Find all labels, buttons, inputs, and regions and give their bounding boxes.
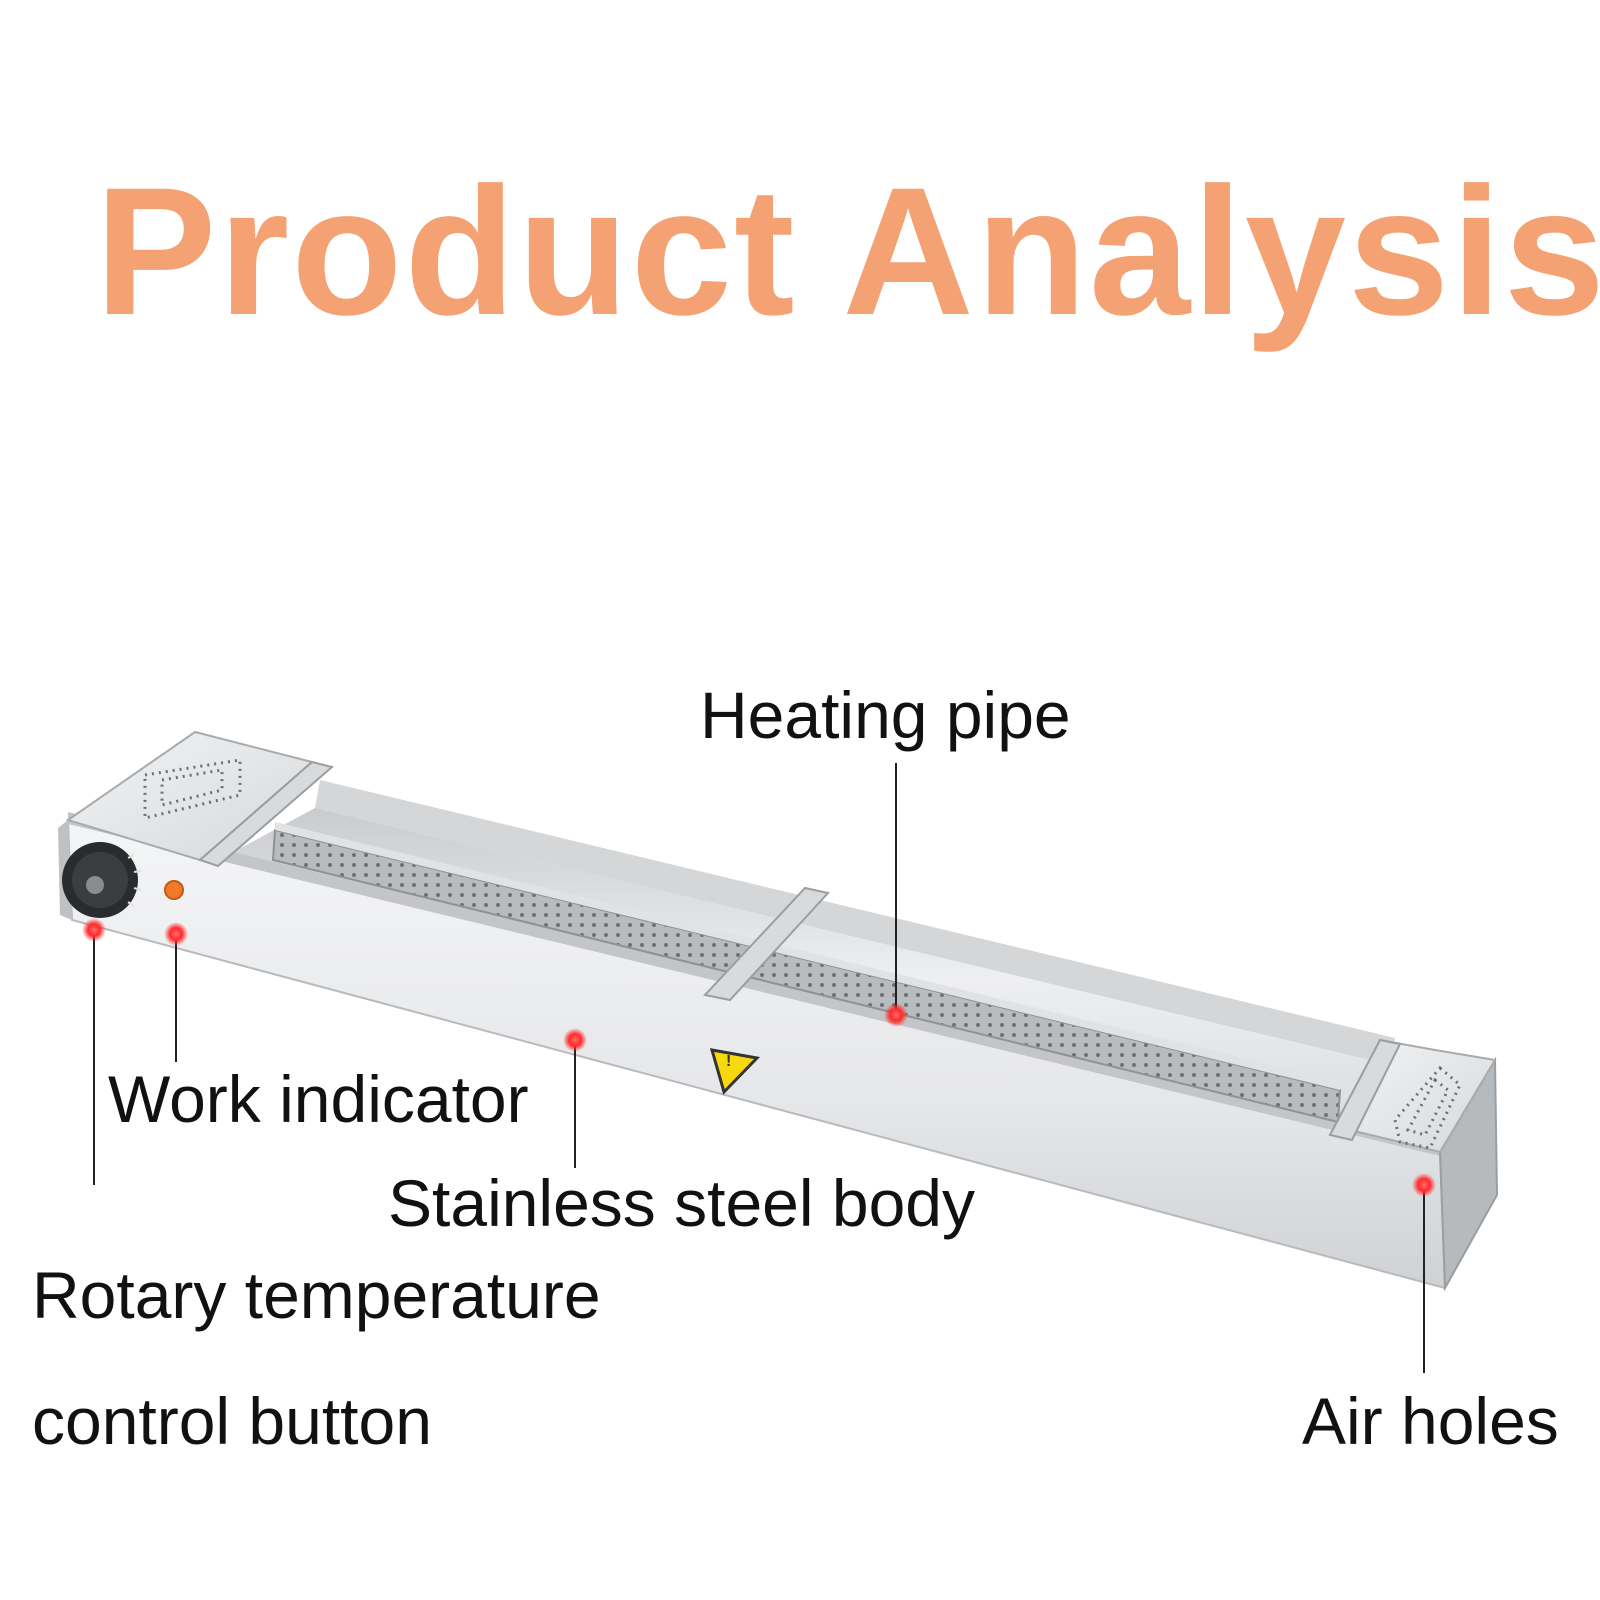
left-vent-holes [143,758,242,820]
label-work-indicator: Work indicator [108,1062,529,1136]
page-title: Product Analysis [95,149,1600,353]
callout-dot-work-indicator [164,922,188,946]
callout-dot-stainless-steel-body [563,1028,587,1052]
leader-lines [93,763,1425,1373]
label-air-holes: Air holes [1302,1384,1559,1458]
middle-brace [703,886,830,1002]
callout-dot-heating-pipe [884,1003,908,1027]
callout-dot-air-holes [1412,1173,1436,1197]
right-brace [1328,1038,1402,1142]
warning-triangle-icon: ! [709,1048,761,1095]
left-brace [198,760,335,868]
label-stainless-steel-body: Stainless steel body [388,1166,976,1240]
callout-dots [82,918,1436,1197]
heating-tube-top [275,822,1340,1090]
label-rotary-temperature: Rotary temperature [32,1258,601,1332]
front-lip [68,812,1440,1156]
label-control-button: control button [32,1384,432,1458]
rotary-knob-icon [62,842,142,918]
right-vent-holes [1393,1065,1462,1150]
svg-text:!: ! [726,1053,731,1070]
label-heating-pipe: Heating pipe [700,678,1071,752]
callout-dot-rotary-knob [82,918,106,942]
indicator-lamp-icon [164,880,184,900]
inner-back-wall [315,780,1395,1065]
